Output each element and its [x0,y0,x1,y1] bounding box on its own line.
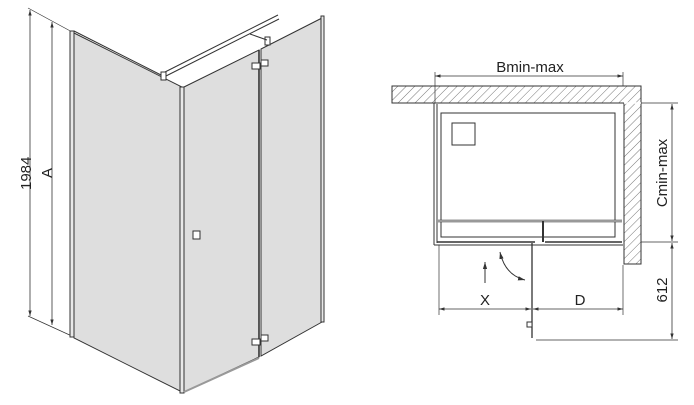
height-label: 1984 [18,157,35,190]
side-wall [623,102,642,265]
isometric-view [27,7,325,394]
a-label: A [39,168,56,178]
side-panel [73,32,183,393]
plan-view [391,72,678,341]
door-clearance-label: 612 [654,277,671,302]
swing-arrow-icon [499,251,526,281]
hinge-icon [251,59,269,346]
x-label: X [480,292,490,309]
drain-icon [451,122,476,146]
depth-label: Cmin-max [654,138,671,207]
stabilizer-bar [160,14,280,81]
door-handle-icon [192,230,201,240]
shower-tray [440,112,616,238]
back-wall [391,85,642,104]
height-dimension [27,7,75,338]
corner-profile [179,86,185,394]
fixed-panel [260,17,323,357]
width-label: Bmin-max [496,59,564,76]
door-panel [183,49,260,393]
wall-profile [69,30,75,338]
d-label: D [575,292,586,309]
